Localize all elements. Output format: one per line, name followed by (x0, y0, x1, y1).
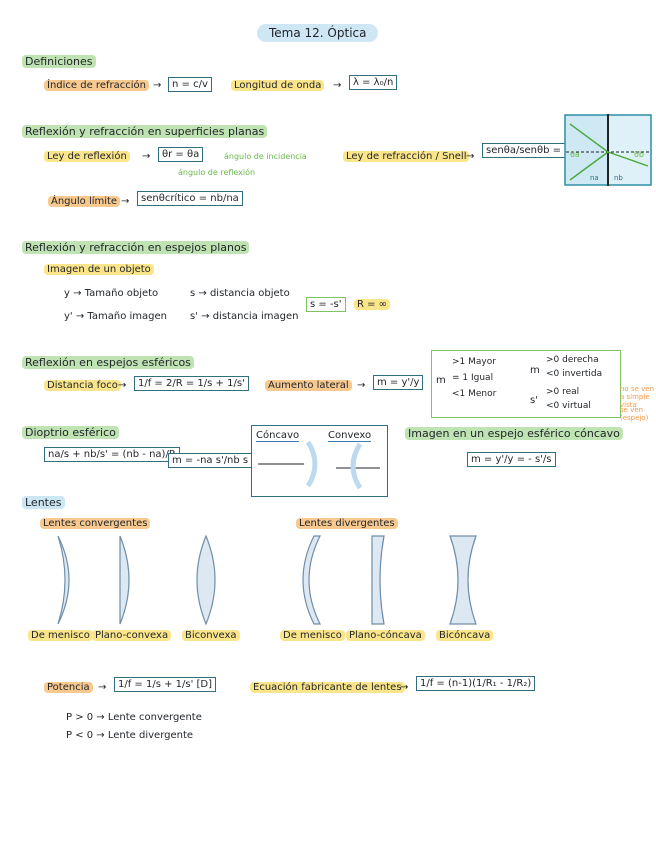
m-derecha: >0 derecha (546, 355, 599, 365)
longitud-formula: λ = λ₀/n (349, 75, 398, 90)
m-menor: <1 Menor (452, 389, 497, 399)
distancia-foco-formula: 1/f = 2/R = 1/s + 1/s' (134, 376, 249, 391)
p-positive: P > 0 → Lente convergente (66, 712, 202, 723)
s-text: s → distancia objeto (190, 288, 290, 299)
arrow-icon (98, 682, 106, 693)
convergentes-heading: Lentes convergentes (40, 518, 151, 529)
note-real: no se ven a simple vista (620, 385, 655, 409)
lens-menisco-conv: De menisco (28, 630, 93, 641)
dioptrio-formula-1: na/s + nb/s' = (nb - na)/R (44, 447, 180, 462)
arrow-icon (153, 80, 161, 91)
diagram-theta-a: θa (570, 150, 580, 159)
potencia-label: Potencia (44, 682, 93, 693)
imagen-espejo-heading: Imagen en un espejo esférico cóncavo (405, 427, 623, 440)
arrow-icon (121, 196, 129, 207)
espejos-planos-heading: Reflexión y refracción en espejos planos (22, 241, 250, 254)
dioptrio-heading: Dioptrio esférico (22, 426, 119, 439)
lens-plano-concava: Plano-cóncava (346, 630, 425, 641)
ley-reflexion-label: Ley de reflexión (44, 151, 130, 162)
angulo-limite-formula: senθcrítico = nb/na (137, 191, 243, 206)
aumento-formula: m = y'/y (373, 375, 424, 390)
incidencia-note: ángulo de incidencia (224, 152, 307, 161)
distancia-foco-label: Distancia foco (44, 380, 121, 391)
lens-plano-convexa: Plano-convexa (92, 630, 172, 641)
p-negative: P < 0 → Lente divergente (66, 730, 194, 741)
longitud-label: Longitud de onda (231, 80, 325, 91)
dioptrio-formula-2: m = -na s'/nb s (168, 453, 253, 468)
concavo-label: Cóncavo (256, 430, 300, 442)
espejo-plano-formula: s = -s' (306, 297, 346, 312)
m-mayor: >1 Mayor (452, 357, 496, 367)
angulo-limite-label: Ángulo límite (48, 196, 121, 207)
lens-shapes (57, 534, 477, 626)
snell-label: Ley de refracción / Snell (343, 151, 470, 162)
indice-formula: n = c/v (168, 77, 212, 92)
imagen-objeto-heading: Imagen de un objeto (44, 264, 154, 275)
lentes-heading: Lentes (22, 496, 65, 509)
concavo-convexo-box: Cóncavo Convexo (251, 425, 388, 497)
arrow-icon (142, 151, 150, 162)
diagram-nb: nb (614, 174, 623, 182)
fabricante-formula: 1/f = (n-1)(1/R₁ - 1/R₂) (416, 676, 536, 691)
page-title: Tema 12. Óptica (257, 24, 379, 42)
convexo-label: Convexo (328, 430, 372, 442)
lens-biconvexa: Biconvexa (182, 630, 240, 641)
arrow-icon (333, 80, 341, 91)
m-invertida: <0 invertida (546, 369, 603, 379)
radio-infinito: R = ∞ (354, 299, 391, 310)
aumento-label: Aumento lateral (265, 380, 352, 391)
potencia-formula: 1/f = 1/s + 1/s' [D] (114, 677, 217, 692)
sp-real: >0 real (546, 387, 580, 397)
refraction-diagram: θa θb na nb (564, 114, 652, 186)
espejos-esfericos-heading: Reflexión en espejos esféricos (22, 356, 194, 369)
sp-text: s' → distancia imagen (190, 311, 299, 322)
divergentes-heading: Lentes divergentes (296, 518, 398, 529)
diagram-na: na (590, 174, 599, 182)
fabricante-label: Ecuación fabricante de lentes (250, 682, 405, 693)
reflexion-planas-heading: Reflexión y refracción en superficies pl… (22, 125, 268, 138)
aumento-table: m >1 Mayor = 1 Igual <1 Menor m >0 derec… (431, 350, 621, 418)
definiciones-heading: Definiciones (22, 55, 96, 68)
ley-reflexion-formula: θr = θa (158, 147, 204, 162)
diagram-theta-b: θb (634, 150, 644, 159)
arrow-icon (400, 682, 408, 693)
lens-menisco-div: De menisco (280, 630, 345, 641)
lens-biconcava: Bicóncava (436, 630, 494, 641)
m-symbol: m (436, 375, 446, 386)
arrow-icon (466, 151, 474, 162)
sp-virtual: <0 virtual (546, 401, 591, 411)
yp-text: y' → Tamaño imagen (64, 311, 167, 322)
reflexion-note: ángulo de reflexión (178, 168, 256, 177)
m-symbol: m (530, 365, 540, 376)
arrow-icon (118, 380, 126, 391)
y-text: y → Tamaño objeto (64, 288, 159, 299)
arrow-icon (357, 380, 365, 391)
m-igual: = 1 Igual (452, 373, 494, 383)
indice-label: Índice de refracción (44, 80, 149, 91)
sp-symbol: s' (530, 395, 538, 406)
note-virtual: se ven (espejo) (620, 406, 649, 422)
imagen-espejo-formula: m = y'/y = - s'/s (467, 452, 556, 467)
